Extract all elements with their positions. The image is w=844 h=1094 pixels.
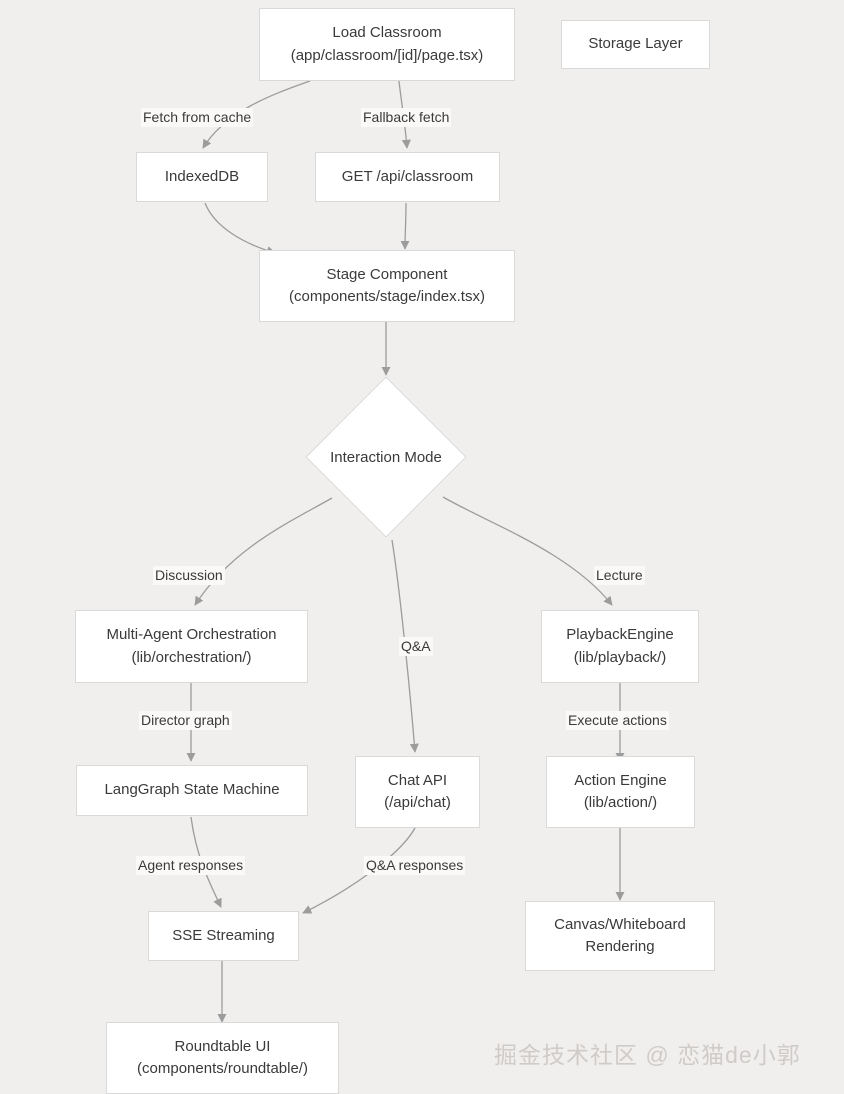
node-label: Storage Layer bbox=[588, 35, 683, 53]
node-label: Stage Component bbox=[326, 265, 448, 283]
node-label: PlaybackEngine bbox=[566, 626, 674, 643]
edge-mode-to-lecture bbox=[442, 496, 613, 606]
edge-mode-to-discussion bbox=[194, 497, 333, 606]
node-langgraph-state-machine[interactable]: LangGraph State Machine bbox=[76, 765, 308, 816]
node-label: IndexedDB bbox=[164, 167, 240, 185]
node-playback-engine[interactable]: PlaybackEngine (lib/playback/) bbox=[541, 610, 699, 683]
node-sublabel: Rendering bbox=[585, 938, 655, 955]
node-load-classroom[interactable]: Load Classroom (app/classroom/[id]/page.… bbox=[259, 8, 515, 81]
node-sublabel: (/api/chat) bbox=[384, 794, 451, 811]
edge-label-agent-responses: Agent responses bbox=[136, 856, 246, 875]
node-label: Load Classroom bbox=[332, 24, 442, 41]
node-chat-api[interactable]: Chat API (/api/chat) bbox=[355, 756, 480, 828]
node-sublabel: (app/classroom/[id]/page.tsx) bbox=[290, 46, 484, 64]
edge-indexeddb-to-stage bbox=[204, 202, 276, 256]
node-get-api-classroom[interactable]: GET /api/classroom bbox=[315, 152, 500, 202]
node-multi-agent-orchestration[interactable]: Multi-Agent Orchestration (lib/orchestra… bbox=[75, 610, 308, 683]
edge-label-qa-responses: Q&A responses bbox=[364, 856, 466, 875]
edge-label-fetch-from-cache: Fetch from cache bbox=[141, 108, 254, 127]
node-label: Action Engine bbox=[574, 771, 667, 789]
node-interaction-mode[interactable]: Interaction Mode bbox=[305, 376, 467, 538]
edge-label-qa: Q&A bbox=[399, 637, 433, 656]
node-storage-layer[interactable]: Storage Layer bbox=[561, 20, 710, 69]
node-label: Multi-Agent Orchestration bbox=[106, 626, 277, 643]
node-label: LangGraph State Machine bbox=[104, 781, 280, 799]
node-sublabel: (lib/playback/) bbox=[573, 648, 667, 666]
edge-load-to-indexeddb bbox=[202, 80, 311, 149]
node-action-engine[interactable]: Action Engine (lib/action/) bbox=[546, 756, 695, 828]
edge-label-discussion: Discussion bbox=[153, 566, 225, 585]
node-sublabel: (lib/orchestration/) bbox=[131, 648, 252, 666]
node-label: GET /api/classroom bbox=[341, 167, 474, 185]
node-label: Roundtable UI bbox=[174, 1037, 271, 1055]
node-roundtable-ui[interactable]: Roundtable UI (components/roundtable/) bbox=[106, 1022, 339, 1094]
node-label: Chat API bbox=[387, 771, 448, 789]
node-sublabel: (components/roundtable/) bbox=[137, 1060, 308, 1077]
node-label: SSE Streaming bbox=[172, 926, 275, 944]
node-canvas-whiteboard[interactable]: Canvas/Whiteboard Rendering bbox=[525, 901, 715, 971]
node-label: Canvas/Whiteboard bbox=[554, 915, 686, 933]
watermark-text: 掘金技术社区 @ 恋猫de小郭 bbox=[494, 1042, 801, 1068]
node-stage-component[interactable]: Stage Component (components/stage/index.… bbox=[259, 250, 515, 322]
edge-label-lecture: Lecture bbox=[594, 566, 645, 585]
node-sublabel: (components/stage/index.tsx) bbox=[289, 288, 485, 305]
edge-label-execute-actions: Execute actions bbox=[566, 711, 669, 730]
edge-label-director-graph: Director graph bbox=[139, 711, 232, 730]
edge-getapi-to-stage bbox=[400, 202, 410, 250]
node-sublabel: (lib/action/) bbox=[583, 794, 658, 811]
node-label: Interaction Mode bbox=[330, 448, 442, 466]
node-sse-streaming[interactable]: SSE Streaming bbox=[148, 911, 299, 961]
node-indexeddb[interactable]: IndexedDB bbox=[136, 152, 268, 202]
edge-label-fallback-fetch: Fallback fetch bbox=[361, 108, 452, 127]
